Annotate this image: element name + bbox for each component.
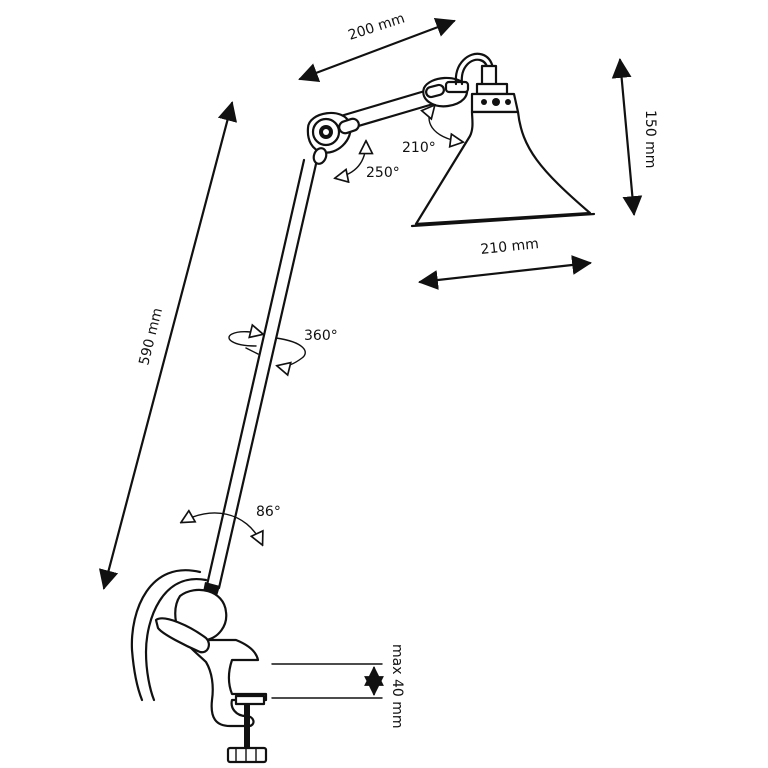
table-clamp <box>154 588 268 764</box>
dimension-clamp-opening: max 40 mm <box>271 644 405 729</box>
dim-clamp-label: max 40 mm <box>389 644 405 729</box>
angle-elbow-label: 250° <box>366 165 400 181</box>
lamp <box>130 52 596 764</box>
dimension-shade-width: 210 mm <box>418 236 592 290</box>
dimension-shade-height: 150 mm <box>611 58 658 216</box>
angle-shade-tilt-label: 210° <box>402 140 436 156</box>
angle-base-tilt-label: 86° <box>256 504 281 520</box>
dim-shade-height-label: 150 mm <box>642 110 658 168</box>
angle-elbow: 250° <box>336 142 400 181</box>
angle-rotation-label: 360° <box>304 328 338 344</box>
dimension-total-height: 590 mm <box>98 101 238 590</box>
angle-rotation: 360° <box>228 328 338 367</box>
angle-shade-tilt: 210° <box>402 106 462 156</box>
dimension-arm-length: 200 mm <box>298 11 456 82</box>
lamp-shade <box>410 82 596 228</box>
main-arm <box>203 158 318 596</box>
elbow-joint <box>306 111 360 165</box>
dim-total-height-label: 590 mm <box>136 306 166 367</box>
angle-base-tilt: 86° <box>182 504 281 544</box>
dim-shade-width-label: 210 mm <box>480 236 540 258</box>
angle-annotations: 210° 250° 360° 86° <box>182 106 462 544</box>
dim-arm-length-label: 200 mm <box>346 11 407 44</box>
